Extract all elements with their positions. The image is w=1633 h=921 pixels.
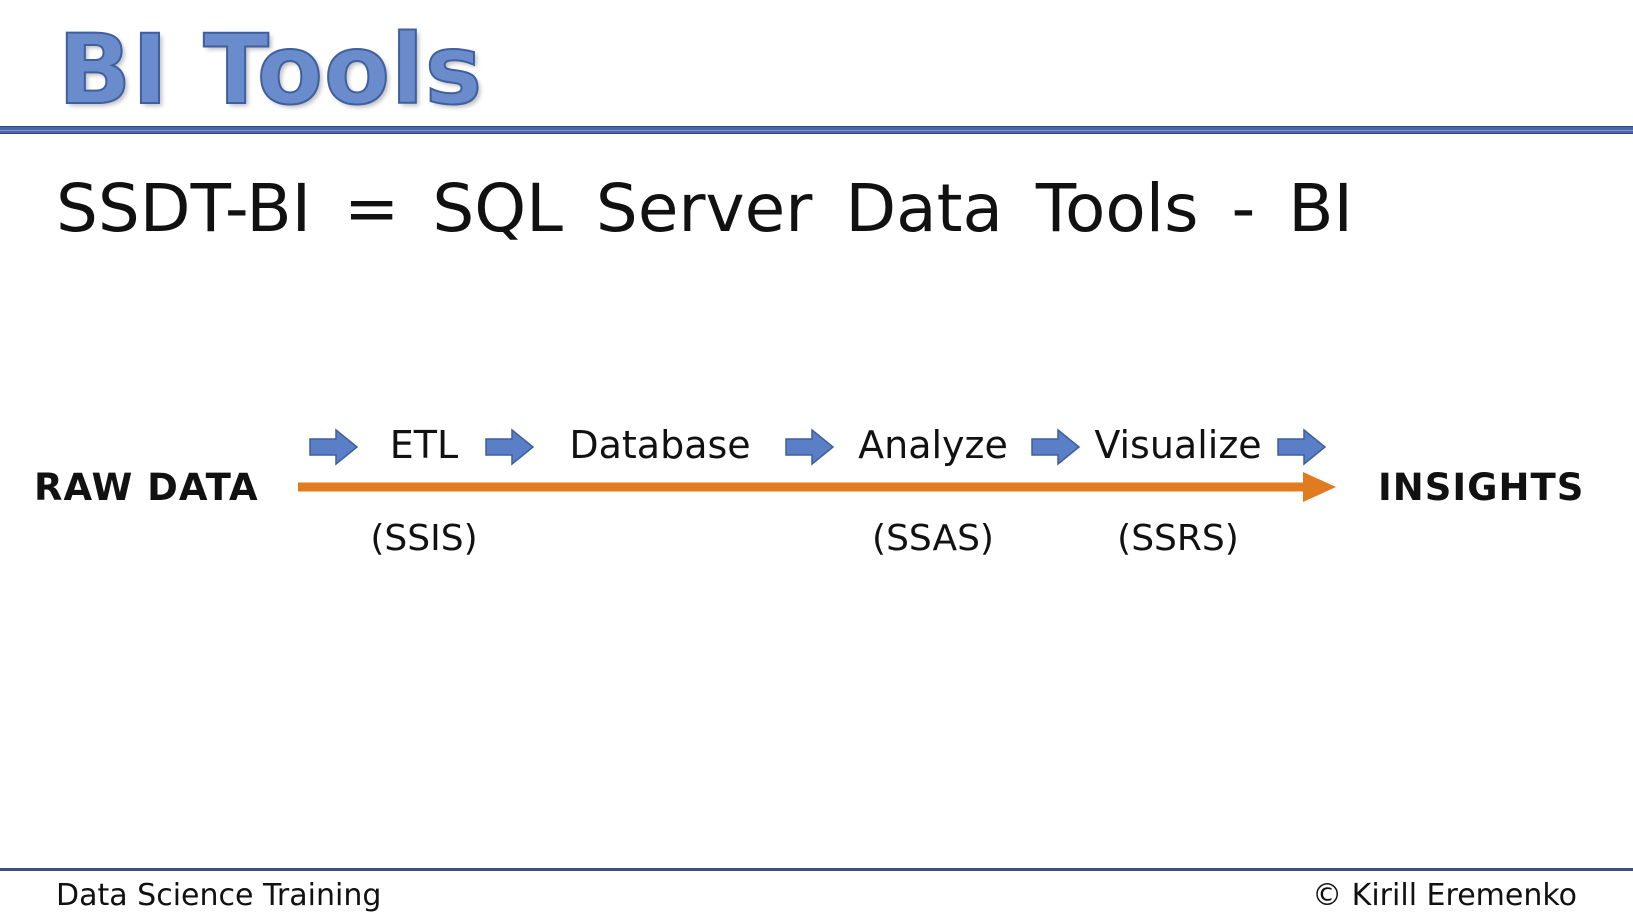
flow-end-label: INSIGHTS [1378, 466, 1585, 509]
title-divider [0, 126, 1633, 134]
slide-subtitle: SSDT-BI = SQL Server Data Tools - BI [56, 170, 1354, 247]
stage-arrow-icon-3 [785, 428, 835, 466]
stage-arrow-icon-2 [485, 428, 535, 466]
stage-visualize-label: Visualize [1094, 423, 1262, 467]
stage-arrow-icon-5 [1277, 428, 1327, 466]
main-flow-arrow-head [1303, 472, 1336, 502]
footer-course-label: Data Science Training [56, 878, 382, 913]
stage-arrow-icon-4 [1031, 428, 1081, 466]
tool-ssas-label: (SSAS) [872, 518, 994, 559]
tool-ssis-label: (SSIS) [370, 518, 478, 559]
footer-copyright: © Kirill Eremenko [1312, 878, 1577, 913]
stage-etl-label: ETL [389, 423, 459, 467]
footer-divider [0, 868, 1633, 871]
stage-database-label: Database [569, 423, 751, 467]
slide-title: BI Tools [57, 13, 483, 127]
stage-arrow-icon-1 [309, 428, 359, 466]
tool-ssrs-label: (SSRS) [1117, 518, 1239, 559]
flow-start-label: RAW DATA [34, 466, 259, 509]
stage-analyze-label: Analyze [858, 423, 1008, 467]
